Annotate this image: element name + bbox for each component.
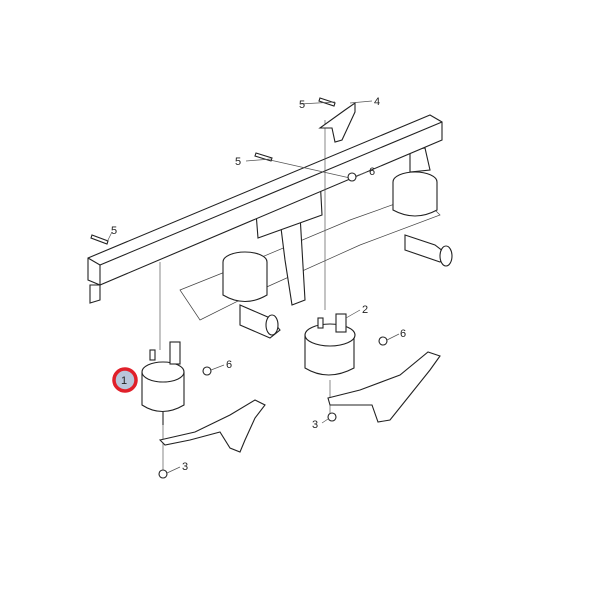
callout-1[interactable]: 1 [121, 375, 127, 387]
callout-6-right[interactable]: 6 [400, 328, 406, 340]
air-spring-left [141, 341, 185, 425]
callout-1-highlight[interactable] [112, 367, 138, 393]
frame-rail [87, 114, 443, 304]
callout-5-mid[interactable]: 5 [235, 156, 241, 168]
callout-3-right[interactable]: 3 [312, 419, 318, 431]
air-spring-right [304, 313, 356, 376]
callout-5-left[interactable]: 5 [111, 225, 117, 237]
callout-6-left[interactable]: 6 [226, 359, 232, 371]
mounting-bracket-left [158, 399, 266, 453]
callout-2[interactable]: 2 [362, 304, 368, 316]
callout-5-top[interactable]: 5 [299, 99, 305, 111]
mounting-bracket-right [327, 351, 441, 423]
callout-6-top[interactable]: 6 [369, 166, 375, 178]
callout-4[interactable]: 4 [374, 96, 380, 108]
bracket-4 [318, 101, 356, 143]
rear-axle-assembly [179, 147, 453, 339]
callout-3-left[interactable]: 3 [182, 461, 188, 473]
